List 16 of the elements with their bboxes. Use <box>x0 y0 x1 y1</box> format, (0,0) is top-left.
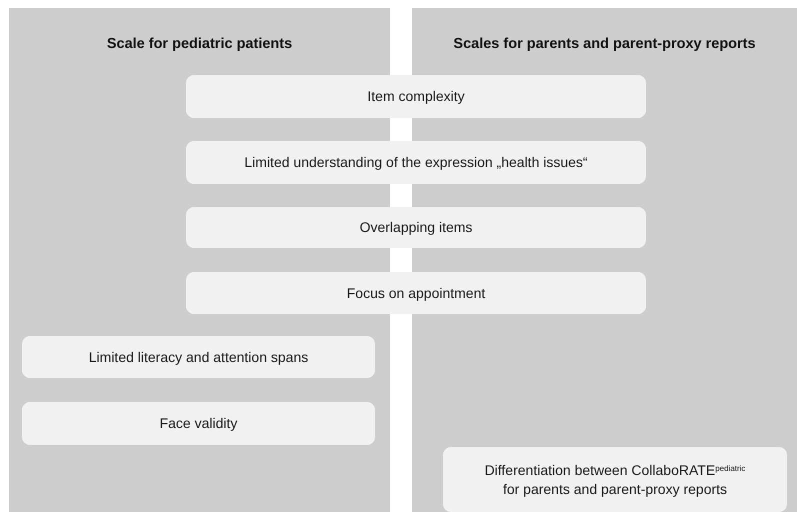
factor-box <box>186 141 646 184</box>
factor-box <box>22 402 375 445</box>
factor-box <box>186 272 646 314</box>
column-heading: Scale for pediatric patients <box>106 35 294 54</box>
column-heading: Scales for parents and parent-proxy reports <box>452 35 757 54</box>
factor-text: Limited literacy and attention spans <box>88 348 308 366</box>
factor-text: Item complexity <box>367 87 465 106</box>
factor-box <box>22 336 375 378</box>
factor-box <box>186 207 646 248</box>
factor-text: Focus on appointment <box>346 284 486 302</box>
factor-text: Face validity <box>160 414 238 433</box>
factor-text: Differentiation between CollaboRATE$^{pediatric}$ for parents and parent-proxy reports <box>484 460 746 498</box>
factor-text: Overlapping items <box>360 218 472 237</box>
factor-box <box>443 447 787 512</box>
factor-box <box>186 75 646 118</box>
factor-text: Limited understanding of the expression „health issues“ <box>244 153 588 172</box>
